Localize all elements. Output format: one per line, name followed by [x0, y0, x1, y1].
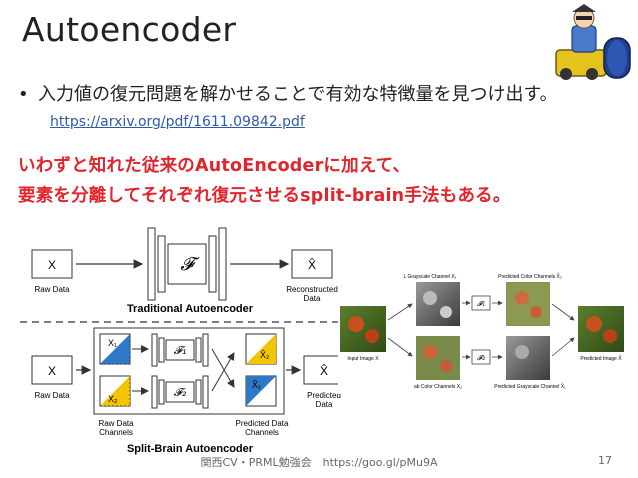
- f2-label: 𝓕₂: [174, 386, 187, 399]
- arrow: [551, 337, 575, 357]
- x-label: X: [48, 258, 56, 272]
- arrow: [551, 303, 575, 321]
- data-label: Data: [304, 294, 321, 303]
- reconstructed-label: Reconstructed: [286, 285, 338, 294]
- x2-label: X₂: [108, 394, 118, 404]
- predicted-color-image: [506, 282, 550, 326]
- predicted-gray-image: [506, 336, 550, 380]
- predicted-color-label: Predicted Color Channels X̂₂: [498, 273, 562, 280]
- arxiv-link[interactable]: https://arxiv.org/pdf/1611.09842.pdf: [50, 114, 305, 130]
- input-image-label: Input Image X: [347, 356, 379, 362]
- network-f1: [151, 333, 209, 367]
- page-number: 17: [598, 454, 612, 467]
- raw-data-channels-1: Raw Data: [98, 419, 134, 428]
- mascot-illustration: [555, 4, 631, 80]
- bullet-dot: •: [18, 84, 29, 105]
- predicted-image: [578, 306, 624, 352]
- input-image: [340, 306, 386, 352]
- split-frame: [93, 327, 285, 415]
- f1-box: [471, 295, 491, 311]
- bullet-text: 入力値の復元問題を解かせることで有効な特徴量を見つけ出す。: [38, 84, 558, 105]
- f1-photo-label: 𝓕₁: [477, 300, 485, 308]
- raw-data-label-split: Raw Data: [34, 391, 70, 400]
- x1-hat-tile: [245, 375, 277, 407]
- x2-hat-tile: [245, 333, 277, 365]
- x-hat-box-split: [303, 355, 345, 385]
- raw-data-channels-2: Channels: [99, 428, 133, 437]
- x1-hat-label: X̂₁: [252, 380, 261, 390]
- slide-title: Autoencoder: [22, 10, 237, 49]
- data-label-split: Data: [316, 400, 333, 409]
- l-channel-label: L Grayscale Channel X₁: [404, 274, 457, 280]
- arrow: [387, 337, 413, 357]
- predicted-data-channels-2: Channels: [245, 428, 279, 437]
- f2-photo-label: 𝓕₂: [477, 354, 485, 362]
- l-channel-image: [416, 282, 460, 326]
- predicted-data-channels-1: Predicted Data: [236, 419, 289, 428]
- network-f: [147, 227, 227, 301]
- x-hat-label: X̂: [308, 257, 316, 272]
- f2-box: [471, 349, 491, 365]
- predicted-label: Predicted: [307, 391, 341, 400]
- footer-text: 関西CV・PRML勉強会 https://goo.gl/pMu9A: [200, 456, 438, 469]
- x1-tile: [99, 333, 131, 365]
- traditional-title: Traditional Autoencoder: [127, 303, 254, 315]
- ab-channel-label: ab Color Channels X₂: [414, 384, 462, 390]
- emphasis-line-1: いわずと知れた従来のAutoEncoderに加えて、: [18, 156, 411, 176]
- x2-hat-label: X̂₂: [260, 350, 270, 360]
- arrow: [387, 303, 413, 321]
- arrow: [211, 352, 235, 392]
- x2-tile: [99, 375, 131, 407]
- predicted-gray-label: Predicted Grayscale Channel X̂₁: [494, 383, 566, 390]
- x-box-split: [31, 355, 73, 385]
- network-f2: [151, 375, 209, 409]
- x1-label: X₁: [108, 338, 117, 348]
- split-brain-title: Split-Brain Autoencoder: [127, 443, 254, 455]
- autoencoder-diagram: X Raw Data 𝓕 X̂ Reconstructed Data Tradi…: [20, 227, 360, 455]
- split-brain-photo-figure: Input Image X L Grayscale Channel X₁ ab …: [338, 268, 626, 394]
- raw-data-label: Raw Data: [34, 285, 70, 294]
- x-label-split: X: [48, 364, 56, 378]
- bullet-item: • 入力値の復元問題を解かせることで有効な特徴量を見つけ出す。 https://…: [18, 82, 618, 135]
- emphasis-line-2: 要素を分離してそれぞれ復元させるsplit-brain手法もある。: [18, 186, 511, 206]
- ab-channel-image: [416, 336, 460, 380]
- arrow: [211, 348, 235, 388]
- f1-label: 𝓕₁: [174, 344, 187, 357]
- x-hat-box: [291, 249, 333, 279]
- x-box: [31, 249, 73, 279]
- x-hat-label-split: X̂: [320, 363, 328, 378]
- predicted-image-label: Predicted Image X̂: [580, 355, 622, 362]
